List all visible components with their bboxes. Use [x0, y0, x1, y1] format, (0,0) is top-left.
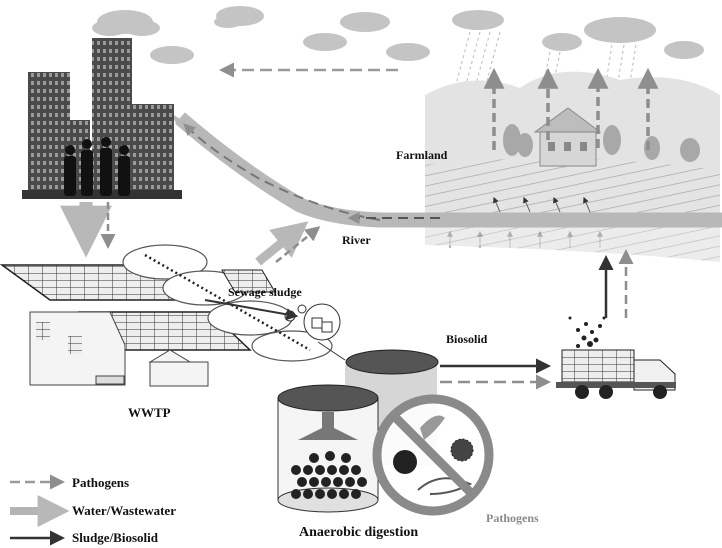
truck-to-farmland-arrows — [598, 249, 634, 318]
cloud-icon — [92, 10, 160, 36]
biosolid-arrows — [440, 358, 551, 390]
cloud-icon — [386, 43, 430, 61]
legend-pathogens-label: Pathogens — [72, 475, 130, 490]
truck-icon — [556, 316, 676, 399]
legend-water-label: Water/Wastewater — [72, 503, 176, 518]
legend — [10, 474, 70, 546]
cloud-icon — [150, 46, 194, 64]
small-building — [29, 311, 209, 387]
pathogen-arrows-farmland — [483, 67, 659, 150]
legend-sludge-label: Sludge/Biosolid — [72, 530, 158, 545]
sludge-particles — [291, 451, 367, 499]
farmland-scene — [425, 67, 720, 262]
cloud-icon — [303, 33, 347, 51]
sewage-sludge-label: Sewage sludge — [228, 285, 302, 299]
no-pathogens-icon — [372, 394, 494, 516]
wwtp-label: WWTP — [128, 405, 171, 420]
anaerobic-digestion-label: Anaerobic digestion — [299, 525, 419, 540]
cloud-icon — [664, 41, 704, 59]
pathogens-caption: Pathogens — [486, 511, 539, 525]
farmland-label: Farmland — [396, 148, 448, 162]
clouds — [92, 6, 704, 64]
trees — [503, 124, 700, 162]
wwtp-plant — [0, 244, 341, 387]
cloud-icon — [542, 33, 582, 51]
river-label: River — [342, 233, 371, 247]
cloud-icon — [452, 10, 504, 30]
sludge-arrow — [204, 299, 299, 321]
cloud-icon — [340, 12, 390, 32]
city-to-wwtp-arrows — [60, 202, 116, 258]
city — [22, 38, 182, 199]
wwtp-to-river-arrows — [255, 221, 321, 266]
cloud-icon — [584, 17, 656, 43]
sludge-press — [221, 269, 276, 293]
farmhouse — [533, 107, 602, 167]
cloud-icon — [214, 6, 264, 28]
people-icon — [64, 137, 130, 196]
biosolid-label: Biosolid — [446, 332, 488, 346]
